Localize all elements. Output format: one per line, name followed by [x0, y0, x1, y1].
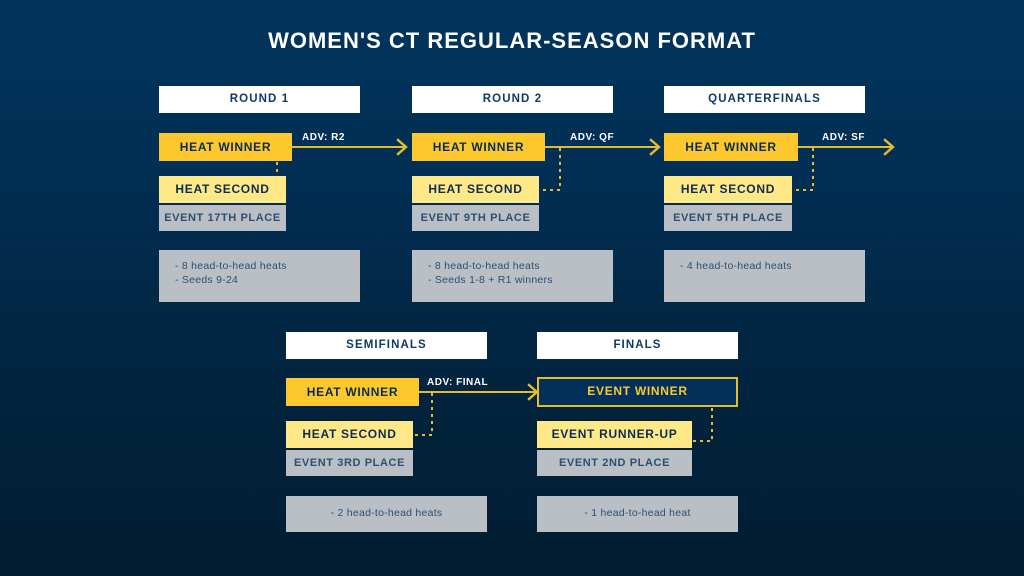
advance-label-round-1: ADV: R2 — [302, 132, 345, 143]
event-place-semifinals: EVENT 3RD PLACE — [286, 450, 413, 476]
note-line: - 4 head-to-head heats — [680, 260, 792, 272]
note-line: - 8 head-to-head heats — [428, 260, 540, 272]
note-line: - 2 head-to-head heats — [330, 507, 443, 519]
note-line: - 8 head-to-head heats — [175, 260, 287, 272]
advance-label-semifinals: ADV: FINAL — [427, 377, 489, 388]
event-place-round-2: EVENT 9TH PLACE — [412, 205, 539, 231]
round-column-finals: FINALS — [537, 332, 738, 359]
advance-label-quarterfinals: ADV: SF — [822, 132, 865, 143]
heat-winner-quarterfinals[interactable]: HEAT WINNER — [664, 133, 798, 161]
heat-second-round-1[interactable]: HEAT SECOND — [159, 176, 286, 203]
round-header-semifinals: SEMIFINALS — [286, 332, 487, 359]
round-notes-round-1: - 8 head-to-head heats - Seeds 9-24 — [159, 250, 360, 302]
note-line: - Seeds 9-24 — [175, 274, 239, 286]
round-header-finals: FINALS — [537, 332, 738, 359]
note-line: - 1 head-to-head heat — [584, 507, 691, 519]
heat-second-semifinals[interactable]: HEAT SECOND — [286, 421, 413, 448]
round-header-quarterfinals: QUARTERFINALS — [664, 86, 865, 113]
round-notes-finals: - 1 head-to-head heat — [537, 496, 738, 532]
round-header-round-2: ROUND 2 — [412, 86, 613, 113]
page-title: WOMEN'S CT REGULAR-SEASON FORMAT — [268, 28, 756, 53]
event-place-round-1: EVENT 17TH PLACE — [159, 205, 286, 231]
event-place-quarterfinals: EVENT 5TH PLACE — [664, 205, 792, 231]
heat-second-quarterfinals[interactable]: HEAT SECOND — [664, 176, 792, 203]
round-notes-semifinals: - 2 head-to-head heats — [286, 496, 487, 532]
event-runner-up-finals[interactable]: EVENT RUNNER-UP — [537, 421, 692, 448]
round-column-round-1: ROUND 1 — [159, 86, 360, 113]
round-column-semifinals: SEMIFINALS — [286, 332, 487, 359]
event-place-finals: EVENT 2ND PLACE — [537, 450, 692, 476]
heat-winner-round-1[interactable]: HEAT WINNER — [159, 133, 292, 161]
event-winner-finals[interactable]: EVENT WINNER — [537, 377, 738, 407]
round-notes-quarterfinals: - 4 head-to-head heats — [664, 250, 865, 302]
heat-winner-semifinals[interactable]: HEAT WINNER — [286, 378, 419, 406]
advance-label-round-2: ADV: QF — [570, 132, 615, 143]
round-notes-round-2: - 8 head-to-head heats - Seeds 1-8 + R1 … — [412, 250, 613, 302]
note-line: - Seeds 1-8 + R1 winners — [428, 274, 553, 286]
heat-winner-round-2[interactable]: HEAT WINNER — [412, 133, 545, 161]
round-column-round-2: ROUND 2 — [412, 86, 613, 113]
round-header-round-1: ROUND 1 — [159, 86, 360, 113]
round-column-quarterfinals: QUARTERFINALS — [664, 86, 865, 113]
heat-second-round-2[interactable]: HEAT SECOND — [412, 176, 539, 203]
